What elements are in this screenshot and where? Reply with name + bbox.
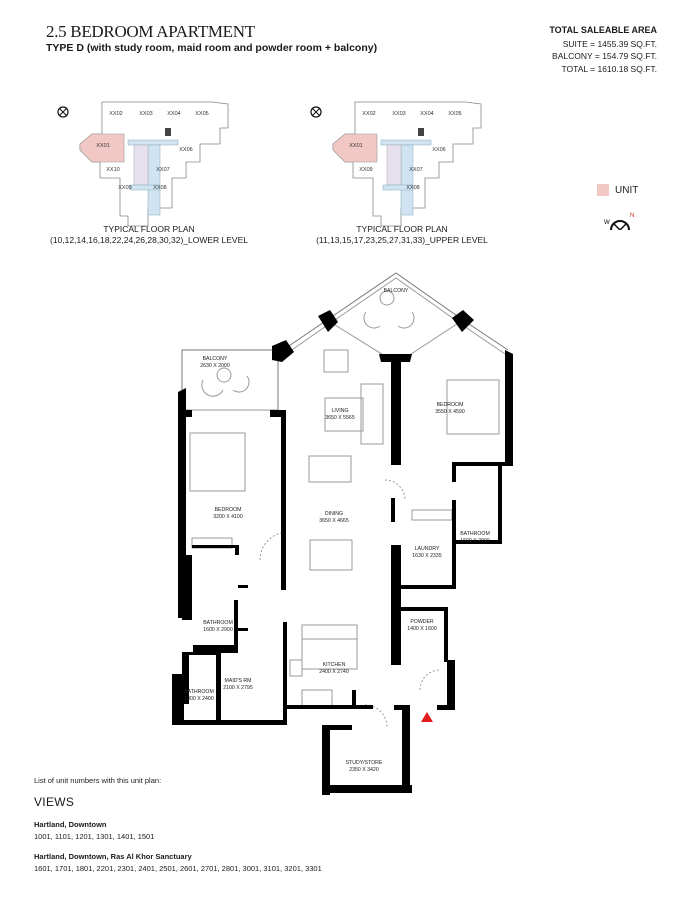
legend-label: UNIT [615, 184, 639, 196]
unit-label: XX08 [153, 185, 166, 191]
view-group-units: 1601, 1701, 1801, 2201, 2301, 2401, 2501… [34, 864, 322, 873]
room-size: 1600 X 2900 [203, 627, 233, 633]
caption-line: (11,13,15,17,23,25,27,31,33)_UPPER LEVEL [316, 235, 488, 245]
room-size: 2350 X 3420 [349, 767, 379, 773]
room-size: 3650 X 4665 [319, 518, 349, 524]
view-group-title: Hartland, Downtown [34, 820, 107, 829]
unit-label: XX09 [118, 185, 131, 191]
room-label: LAUNDRY [415, 546, 440, 552]
room-label: BEDROOM [215, 507, 242, 513]
room-label: BALCONY [384, 288, 409, 294]
unit-label: XX03 [392, 111, 405, 117]
unit-label: XX01 [96, 143, 109, 149]
unit-list-intro: List of unit numbers with this unit plan… [34, 776, 162, 785]
suite-area: SUITE = 1455.39 SQ.FT. [562, 38, 657, 49]
compass-icon [57, 106, 69, 118]
unit-label: XX03 [139, 111, 152, 117]
view-group-units: 1001, 1101, 1201, 1301, 1401, 1501 [34, 832, 155, 841]
caption-line: TYPICAL FLOOR PLAN [356, 224, 448, 234]
unit-label: XX06 [432, 147, 445, 153]
room-size: 3200 X 4100 [213, 514, 243, 520]
room-size: 2630 X 2000 [200, 363, 230, 369]
unit-list: List of unit numbers with this unit plan… [34, 776, 322, 883]
unit-label: XX07 [409, 167, 422, 173]
room-label: BALCONY [203, 356, 228, 362]
view-group-title: Hartland, Downtown, Ras Al Khor Sanctuar… [34, 852, 192, 861]
room-size: 1600 X 2900 [460, 538, 490, 544]
room-label: BATHROOM [460, 531, 490, 537]
svg-text:N: N [630, 213, 634, 219]
unit-type-subtitle: TYPE D (with study room, maid room and p… [46, 42, 378, 54]
unit-swatch [597, 184, 609, 196]
unit-label: XX09 [359, 167, 372, 173]
room-size: 1400 X 1600 [407, 626, 437, 632]
view-group: Hartland, Downtown, Ras Al Khor Sanctuar… [34, 851, 322, 875]
unit-label: XX04 [420, 111, 433, 117]
saleable-area-block: TOTAL SALEABLE AREA SUITE = 1455.39 SQ.F… [549, 24, 657, 75]
compass-icon: N W [604, 213, 634, 230]
key-plan-upper-caption: TYPICAL FLOOR PLAN (11,13,15,17,23,25,27… [293, 224, 511, 246]
balcony-area: BALCONY = 154.79 SQ.FT. [552, 51, 657, 61]
room-size: 1630 X 2335 [412, 553, 442, 559]
unit-label: XX02 [362, 111, 375, 117]
area-heading: TOTAL SALEABLE AREA [549, 25, 657, 35]
unit-label: XX02 [109, 111, 122, 117]
caption-line: TYPICAL FLOOR PLAN [103, 224, 195, 234]
room-label: DINING [325, 511, 343, 517]
unit-label: XX04 [167, 111, 180, 117]
svg-text:W: W [604, 220, 610, 226]
room-size: 1300 X 2400 [184, 696, 214, 702]
unit-label: XX10 [106, 167, 119, 173]
unit-highlight [332, 133, 378, 163]
room-label: STUDY/STORE [346, 760, 383, 766]
room-label: BATHROOM [184, 689, 214, 695]
core-corridor [129, 184, 161, 191]
room-label: BEDROOM [437, 402, 464, 408]
room-label: POWDER [410, 619, 434, 625]
stair-block [165, 128, 171, 136]
room-label: MAID'S RM [225, 678, 252, 684]
room-size: 2100 X 2795 [223, 685, 253, 691]
page-title: 2.5 BEDROOM APARTMENT [46, 22, 255, 41]
room-label: KITCHEN [323, 662, 346, 668]
unit-label: XX05 [448, 111, 461, 117]
core-corridor [382, 184, 414, 191]
views-heading: VIEWS [34, 795, 75, 809]
unit-label: XX06 [179, 147, 192, 153]
unit-label: XX05 [195, 111, 208, 117]
view-group: Hartland, Downtown 1001, 1101, 1201, 130… [34, 819, 322, 843]
unit-highlight [79, 133, 125, 163]
room-size: 3650 X 5565 [325, 415, 355, 421]
room-label: BATHROOM [203, 620, 233, 626]
caption-line: (10,12,14,16,18,22,24,26,28,30,32)_LOWER… [50, 235, 248, 245]
entrance-marker-icon [421, 712, 433, 722]
unit-label: XX08 [406, 185, 419, 191]
room-size: 3550 X 4590 [435, 409, 465, 415]
unit-label: XX07 [156, 167, 169, 173]
key-plan-lower-caption: TYPICAL FLOOR PLAN (10,12,14,16,18,22,24… [40, 224, 258, 246]
compass-icon [310, 106, 322, 118]
legend: UNIT [597, 184, 638, 196]
total-area: TOTAL = 1610.18 SQ.FT. [561, 63, 657, 74]
room-label: LIVING [331, 408, 348, 414]
room-size: 2400 X 2740 [319, 669, 349, 675]
stair-block [418, 128, 424, 136]
unit-label: XX01 [349, 143, 362, 149]
